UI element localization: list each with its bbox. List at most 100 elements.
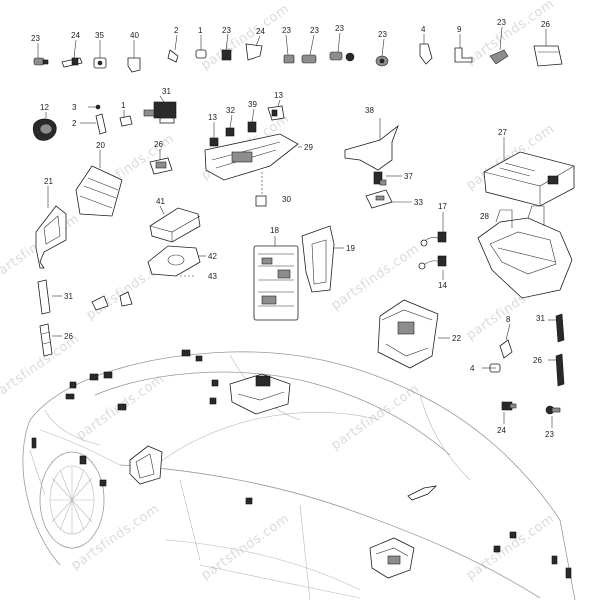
callout-number: 40 (130, 31, 139, 40)
callout-number: 32 (226, 106, 235, 115)
callout-number: 1 (121, 101, 126, 110)
part-module-26-b (149, 157, 173, 175)
part-sensor-23-a (33, 57, 49, 66)
callout-number: 43 (208, 272, 217, 281)
part-sensor-13-a (209, 137, 219, 147)
callout-number: 2 (72, 119, 77, 128)
callout-number: 19 (346, 244, 355, 253)
part-sensor-4-a (419, 43, 433, 65)
part-sensor-23-c (283, 54, 295, 64)
watermark: partsfinds.com (199, 1, 293, 73)
part-sensor-2-b (80, 113, 107, 135)
callout-labels: 23 24 35 40 2 1 23 24 23 23 23 23 4 9 23… (31, 18, 554, 439)
part-module-22 (377, 299, 439, 369)
part-sensor-23-g (489, 49, 509, 65)
callout-number: 2 (174, 26, 179, 35)
callout-number: 42 (208, 252, 217, 261)
callout-number: 33 (414, 198, 423, 207)
car-module-rear (369, 537, 415, 579)
callout-number: 3 (72, 103, 77, 112)
part-sensor-1-b (119, 115, 133, 127)
callout-number: 39 (248, 100, 257, 109)
callout-number: 22 (452, 334, 461, 343)
part-sensor-24-c (501, 401, 517, 411)
callout-number: 13 (274, 91, 283, 100)
part-bracket-19 (301, 225, 335, 293)
watermark: partsfinds.com (0, 331, 82, 403)
car-module-center (229, 373, 291, 415)
part-screw-3 (88, 104, 101, 110)
part-sensor-32 (247, 121, 257, 133)
callout-number: 35 (95, 31, 104, 40)
part-bracket-28 (477, 205, 573, 299)
callout-number: 31 (64, 292, 73, 301)
part-sensor-23-h (545, 405, 561, 415)
callout-number: 31 (162, 87, 171, 96)
part-sensor-13-b (225, 127, 235, 137)
callout-number: 8 (506, 315, 511, 324)
callout-number: 23 (282, 26, 291, 35)
watermark: partsfinds.com (199, 511, 293, 583)
part-tray-29 (204, 133, 302, 181)
part-antenna-31-c (555, 313, 565, 343)
callout-number: 38 (365, 106, 374, 115)
part-bracket-21 (35, 205, 67, 269)
callout-number: 9 (457, 25, 462, 34)
callout-number: 23 (335, 24, 344, 33)
callout-number: 4 (470, 364, 475, 373)
part-sensor-23-b (221, 49, 232, 61)
part-sensor-1-a (195, 35, 207, 59)
part-module-41 (149, 207, 201, 243)
part-sensor-23-d (301, 54, 317, 64)
part-sensor-39 (267, 105, 285, 121)
callout-number: 23 (31, 34, 40, 43)
callout-number: 20 (96, 141, 105, 150)
part-bracket-38 (344, 118, 399, 171)
part-bracket-9 (454, 47, 473, 63)
callout-number: 29 (304, 143, 313, 152)
part-horn-12 (32, 118, 57, 141)
callout-number: 24 (497, 426, 506, 435)
part-sensor-24-a (61, 57, 83, 68)
callout-number: 26 (541, 20, 550, 29)
part-sensor-40 (127, 57, 141, 73)
part-sensor-2-a (167, 34, 179, 63)
callout-number: 1 (198, 26, 203, 35)
part-module-26-a (533, 45, 563, 67)
callout-number: 23 (222, 26, 231, 35)
callout-number: 30 (282, 195, 291, 204)
callout-number: 41 (156, 197, 165, 206)
part-sensor-23-e (329, 51, 355, 62)
callout-number: 23 (497, 18, 506, 27)
callout-number: 26 (64, 332, 73, 341)
car-sensors-scatter (31, 349, 572, 579)
callout-number: 31 (536, 314, 545, 323)
callout-number: 26 (533, 356, 542, 365)
watermark: partsfinds.com (464, 511, 558, 583)
part-sensor-37 (373, 171, 387, 186)
part-antenna-31-b (37, 279, 51, 315)
callout-number: 23 (310, 26, 319, 35)
part-plate-33 (365, 189, 393, 209)
callout-number: 14 (438, 281, 447, 290)
callout-number: 18 (270, 226, 279, 235)
car-module-front (129, 445, 163, 485)
part-bracket-small-a (91, 295, 109, 311)
part-bracket-42 (147, 245, 201, 277)
car-antenna-roof (407, 485, 438, 501)
part-clip-30 (255, 172, 267, 207)
callout-number: 37 (404, 172, 413, 181)
callout-number: 23 (378, 30, 387, 39)
callout-number: 17 (438, 202, 447, 211)
part-sensor-14 (418, 255, 447, 270)
callout-number: 28 (480, 212, 489, 221)
part-ecu-27 (483, 137, 575, 207)
callout-number: 27 (498, 128, 507, 137)
callout-number: 24 (256, 27, 265, 36)
part-sensor-17 (420, 231, 447, 247)
callout-number: 23 (545, 430, 554, 439)
part-sensor-24-b (245, 43, 263, 61)
part-bracket-small-b (119, 291, 133, 307)
part-body-module-18 (253, 236, 299, 321)
